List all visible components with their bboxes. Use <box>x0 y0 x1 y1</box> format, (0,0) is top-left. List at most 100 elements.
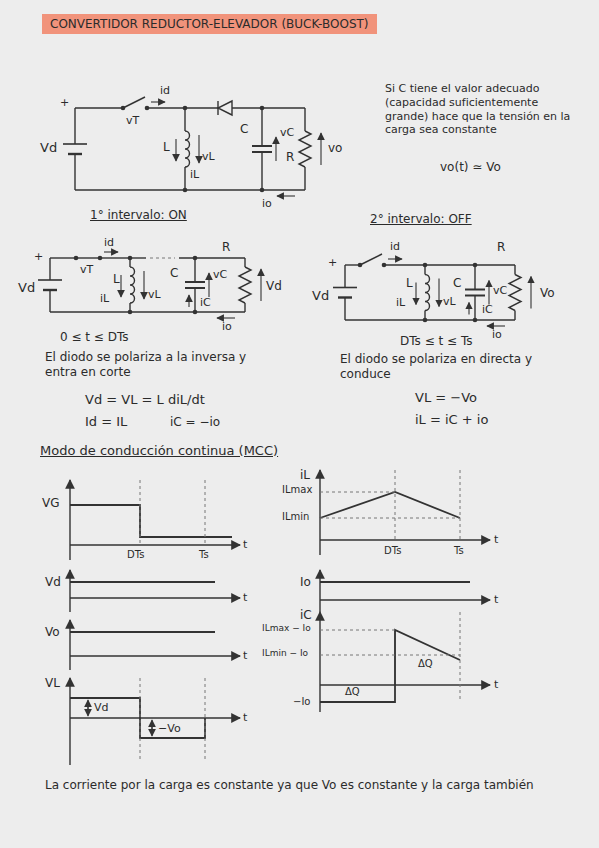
waveform <box>320 630 460 702</box>
axis <box>319 470 320 555</box>
label: DTs <box>127 549 144 562</box>
label: Id = IL <box>85 414 127 430</box>
label: Vd <box>40 140 57 156</box>
label: + <box>60 96 69 110</box>
battery-symbol <box>38 279 62 281</box>
guide-line <box>205 678 206 760</box>
label: id <box>104 236 114 250</box>
capacitor-symbol <box>465 289 485 291</box>
wire <box>514 265 515 275</box>
label: t <box>243 538 247 552</box>
note-text: El diodo se polariza a la inversa y entr… <box>45 350 255 380</box>
resistor-symbol <box>299 131 311 167</box>
voltage-arrow <box>438 279 439 307</box>
wire <box>304 108 305 131</box>
label: Io <box>300 575 311 590</box>
label: id <box>160 84 170 98</box>
wire <box>50 311 245 312</box>
label: t <box>243 591 247 605</box>
label: DTs <box>384 545 401 558</box>
wire <box>50 257 76 258</box>
waveform <box>70 505 232 537</box>
page-title: CONVERTIDOR REDUCTOR-ELEVADOR (BUCK-BOOS… <box>42 14 377 34</box>
wire <box>179 257 245 258</box>
label: id <box>390 240 400 254</box>
voltage-arrow <box>260 269 261 301</box>
label: iC <box>300 608 312 623</box>
waveform <box>70 631 215 633</box>
guide-line <box>320 655 460 656</box>
wire <box>232 107 305 108</box>
junction-dot <box>473 318 478 323</box>
label: L <box>406 276 413 291</box>
voltage-arrow <box>320 133 321 165</box>
label: t <box>494 593 498 607</box>
label: ΔQ <box>418 658 433 671</box>
wire <box>261 152 262 190</box>
note-text: Si C tiene el valor adecuado (capacidad … <box>385 82 580 137</box>
junction-dot <box>183 106 188 111</box>
wire <box>344 298 345 321</box>
wire <box>100 257 130 258</box>
battery-symbol <box>333 287 357 289</box>
label: R <box>497 240 505 255</box>
axis <box>70 597 240 598</box>
label: vT <box>126 114 139 128</box>
waveform <box>320 492 460 518</box>
guide-line <box>395 470 396 540</box>
diode-symbol <box>217 101 218 115</box>
axis <box>70 717 240 718</box>
label: ΔQ <box>345 686 360 699</box>
label: t <box>494 533 498 547</box>
label: ILmin <box>282 511 309 524</box>
label: ILmax <box>282 484 312 497</box>
note-text: El diodo se polariza en directa y conduc… <box>340 352 560 382</box>
junction-dot <box>128 310 133 315</box>
wire <box>49 258 50 280</box>
label: iL <box>190 168 199 182</box>
guide-line <box>205 480 206 545</box>
current-arrow <box>175 139 176 161</box>
wire <box>304 167 305 190</box>
wire <box>345 319 515 320</box>
label: iC <box>482 303 493 317</box>
label: Vd <box>266 279 282 294</box>
wire <box>75 107 123 108</box>
label: t <box>243 711 247 725</box>
label: ILmin − Io <box>262 648 308 659</box>
guide-line <box>150 258 175 259</box>
label: 2° intervalo: OFF <box>370 212 472 227</box>
label: −Vo <box>158 722 181 736</box>
label: Vd <box>312 288 329 304</box>
label: vo <box>328 141 342 156</box>
wire <box>184 167 185 190</box>
wire <box>75 189 305 190</box>
wire <box>49 290 50 312</box>
label: vL <box>202 150 215 164</box>
axis <box>69 620 70 670</box>
current-arrow <box>415 283 416 305</box>
junction-dot <box>183 188 188 193</box>
label: Modo de conducción continua (MCC) <box>40 443 278 459</box>
capacitor-symbol <box>185 281 205 283</box>
wire <box>344 265 345 288</box>
label: + <box>328 256 337 270</box>
junction-dot <box>128 256 133 261</box>
junction-dot <box>423 318 428 323</box>
junction-dot <box>423 263 428 268</box>
junction-dot <box>193 256 198 261</box>
wire <box>514 311 515 321</box>
label: + <box>34 250 43 264</box>
junction-dot <box>193 310 198 315</box>
label: VG <box>42 496 60 511</box>
label: t <box>243 649 247 663</box>
label: vC <box>493 284 507 298</box>
label: t <box>494 678 498 692</box>
label: Vd <box>45 575 61 590</box>
axis <box>69 480 70 560</box>
label: −Io <box>293 696 310 709</box>
voltage-arrow <box>488 281 489 305</box>
label: C <box>170 266 178 281</box>
current-arrow <box>151 101 165 102</box>
wire <box>244 258 245 267</box>
